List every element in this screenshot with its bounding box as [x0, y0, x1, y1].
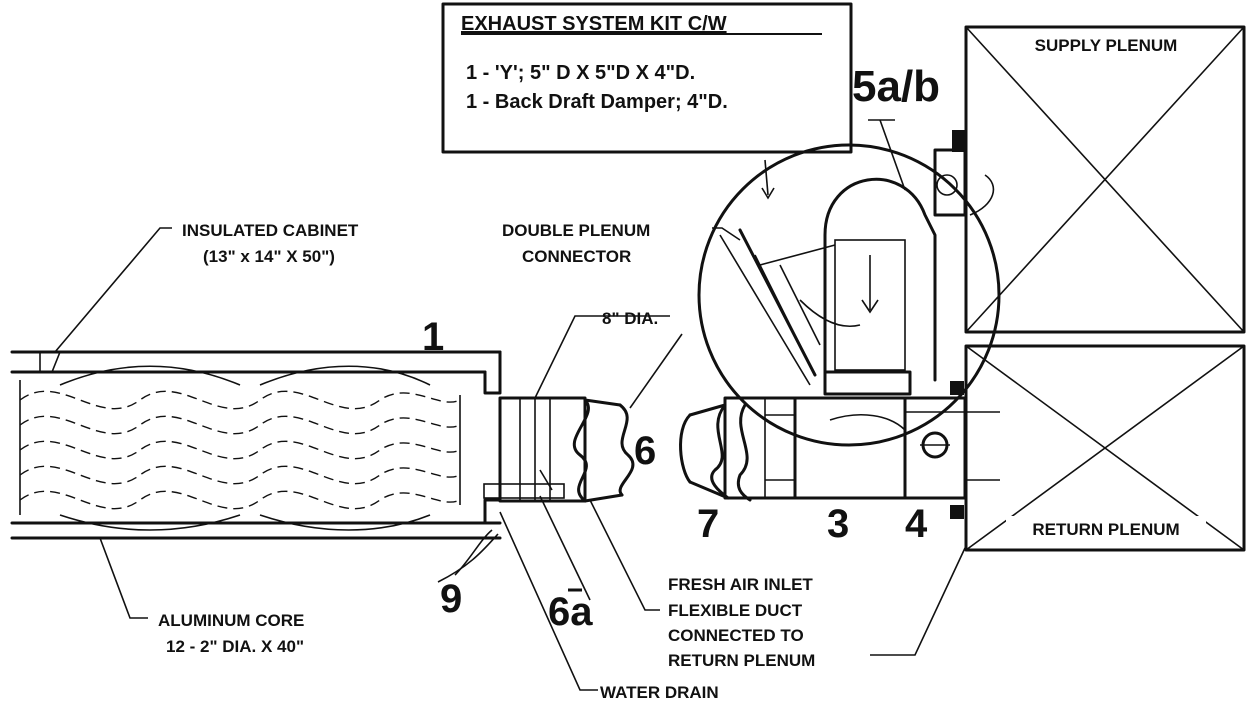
return-plenum: RETURN PLENUM	[964, 344, 1246, 552]
insulated-cabinet	[10, 350, 502, 540]
water-drain-label: WATER DRAIN	[600, 683, 719, 702]
insulated-cabinet-label-2: (13" x 14" X 50")	[203, 247, 335, 266]
insulated-cabinet-label-1: INSULATED CABINET	[182, 221, 359, 240]
kit-title: EXHAUST SYSTEM KIT C/W	[461, 13, 727, 35]
fresh-air-label-3: CONNECTED TO	[668, 626, 804, 645]
part-number-3: 3	[827, 502, 849, 546]
return-plenum-label: RETURN PLENUM	[1032, 520, 1179, 539]
aluminum-core-label-2: 12 - 2" DIA. X 40"	[166, 637, 304, 656]
eight-dia-label: 8" DIA.	[602, 309, 658, 328]
supply-plenum-label: SUPPLY PLENUM	[1035, 36, 1178, 55]
part-number-9: 9	[440, 577, 462, 621]
fresh-air-label-2: FLEXIBLE DUCT	[668, 601, 803, 620]
exhaust-kit-box: EXHAUST SYSTEM KIT C/W 1 - 'Y'; 5" D X 5…	[441, 2, 853, 154]
part-number-7: 7	[697, 502, 719, 546]
aluminum-core-label-1: ALUMINUM CORE	[158, 611, 304, 630]
flexible-duct-right	[679, 403, 752, 502]
supply-plenum: SUPPLY PLENUM	[964, 25, 1246, 334]
kit-line-2: 1 - Back Draft Damper; 4"D.	[466, 91, 728, 113]
part-number-4: 4	[905, 502, 928, 546]
part-numbers: 1 5a/b 6 6a 7 3 4 9	[422, 62, 940, 634]
double-plenum-label-2: CONNECTOR	[522, 247, 631, 266]
callout-labels: INSULATED CABINET (13" x 14" X 50") DOUB…	[158, 221, 815, 702]
exhaust-detail-circle	[697, 119, 1001, 447]
part-number-6: 6	[634, 429, 656, 473]
cabinet-outlet-collar	[483, 396, 635, 503]
double-plenum-label-1: DOUBLE PLENUM	[502, 221, 650, 240]
aluminum-core	[19, 365, 461, 531]
double-plenum-connector	[723, 381, 1000, 519]
fresh-air-label-1: FRESH AIR INLET	[668, 575, 813, 594]
kit-line-1: 1 - 'Y'; 5" D X 5"D X 4"D.	[466, 62, 695, 84]
part-number-1: 1	[422, 315, 444, 359]
leader-lines	[54, 227, 966, 691]
fresh-air-label-4: RETURN PLENUM	[668, 651, 815, 670]
part-number-5ab: 5a/b	[852, 62, 940, 111]
part-number-6a: 6a	[548, 590, 593, 634]
